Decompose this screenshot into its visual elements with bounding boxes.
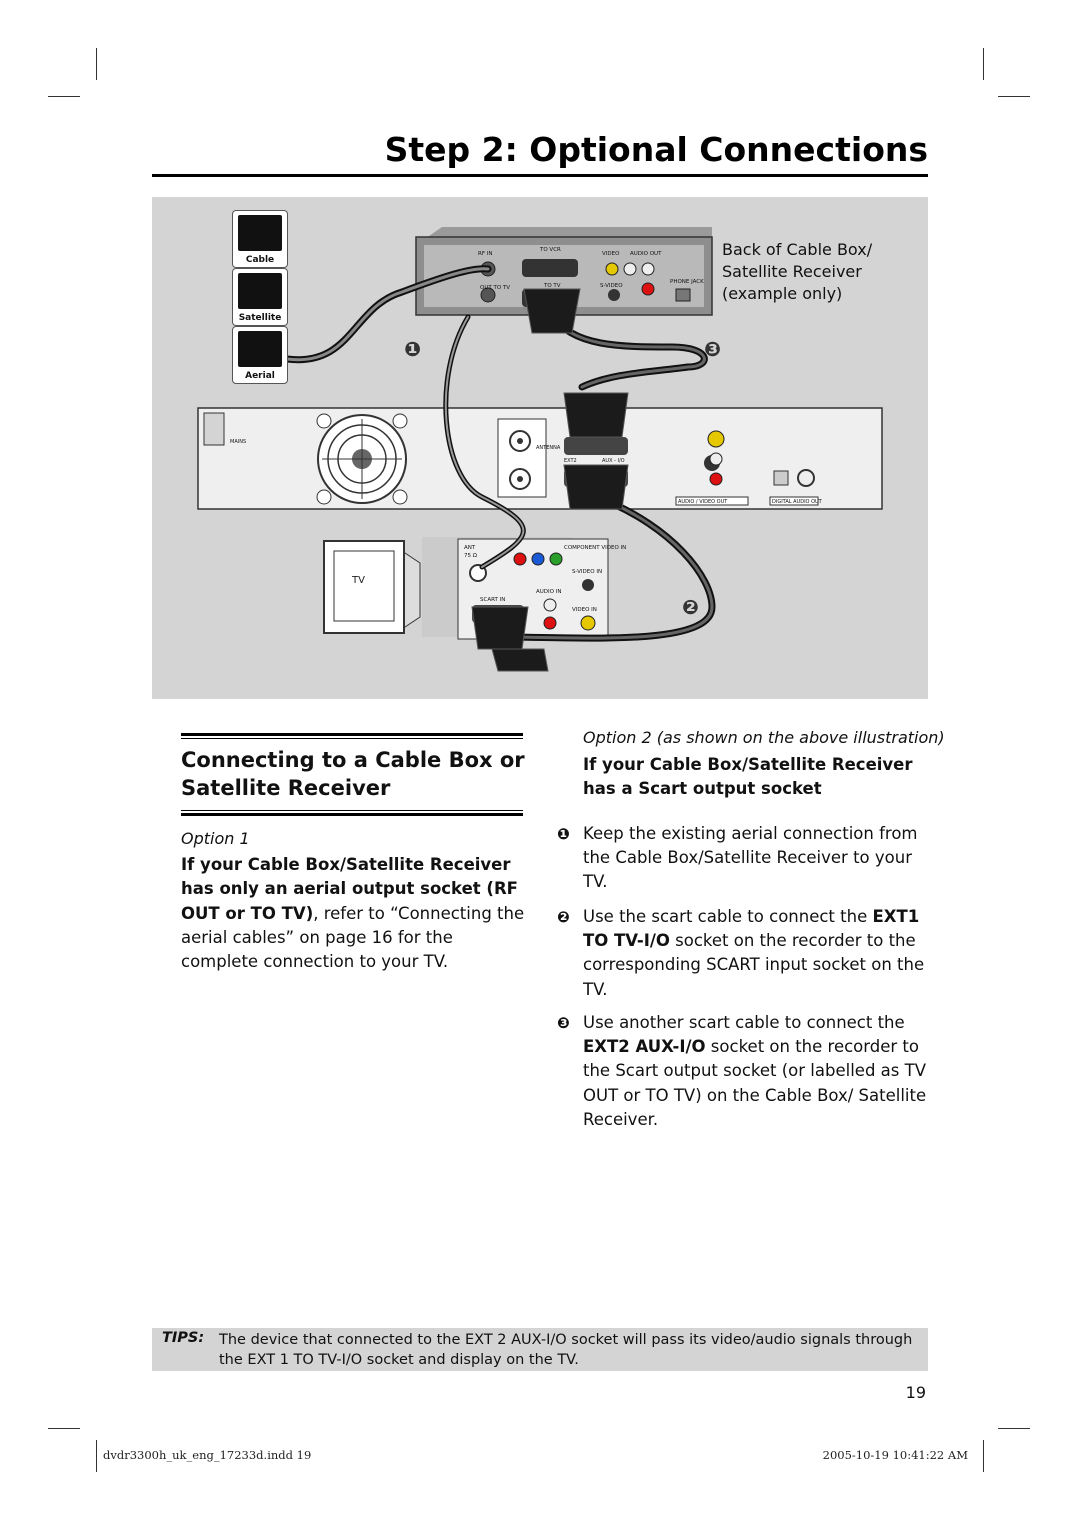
diagram-step-3-marker: ❸ [704,337,721,361]
option-1-bold: If your Cable Box/Satellite Receiver has… [181,855,518,923]
step-3: ❸ Use another scart cable to connect the… [557,1011,933,1132]
crop-mark [48,96,80,97]
crop-mark [983,48,984,80]
option-1-text: If your Cable Box/Satellite Receiver has… [181,853,526,974]
ohm-label: 75 Ω [464,553,477,559]
step-3-text-cont: socket on the recorder to the Scart outp… [583,1037,927,1129]
video-in-label: VIDEO IN [572,607,597,613]
rf-in-label: RF IN [478,251,492,257]
crop-mark [96,48,97,80]
caption-line: Back of Cable Box/ [722,240,873,259]
step-2-number: ❷ [557,908,570,926]
antenna-label: ANTENNA [536,445,561,451]
crop-mark [983,1440,984,1472]
ant-label: ANT [464,545,476,551]
section-rule [181,733,523,739]
s-video-in-label: S-VIDEO IN [572,569,602,575]
tips-label: TIPS: [162,1330,205,1346]
aerial-icon-label: Aerial [245,371,275,381]
step-2-socket: EXT1 TO TV-I/O [583,907,920,951]
digital-audio-out-label: DIGITAL AUDIO OUT [772,499,823,505]
audio-video-out-label: AUDIO / VIDEO OUT [678,499,728,505]
step-3-number: ❸ [557,1014,570,1032]
cable-source-icon: Cable [232,210,288,268]
cable-box-labels: RF IN TO VCR VIDEO AUDIO OUT OUT TO TV T… [478,247,704,291]
crop-mark [998,1428,1030,1429]
step-2-text: Use the scart cable to connect the [583,907,873,926]
tips-box: TIPS: The device that connected to the E… [152,1328,928,1371]
title-rule [152,174,928,177]
figure-caption: Back of Cable Box/ Satellite Receiver (e… [722,239,872,305]
phone-jack-label: PHONE JACK [670,279,704,285]
cable-icon-label: Cable [245,255,275,265]
to-tv-label: TO TV [543,283,561,289]
crop-mark [96,1440,97,1472]
tv-label: TV [352,575,365,586]
component-video-in-label: COMPONENT VIDEO IN [564,545,626,551]
mains-label: MAINS [230,439,246,445]
step-3-socket: EXT2 AUX-I/O [583,1037,706,1057]
satellite-source-icon: Satellite [232,268,288,326]
out-to-tv-label: OUT TO TV [480,285,510,291]
diagram-step-1-marker: ❶ [404,337,421,361]
s-video-label: S-VIDEO [600,283,623,289]
section-rule [181,810,523,816]
scart-plugs [471,288,629,672]
audio-out-label: AUDIO OUT [630,251,662,257]
recorder-back-panel [197,407,883,510]
scart-in-label: SCART IN [480,597,505,603]
audio-in-label: AUDIO IN [536,589,561,595]
option-2-subheading: If your Cable Box/Satellite Receiver has… [583,755,913,799]
option-1-label: Option 1 [181,829,250,848]
diagram-artwork: RF IN TO VCR VIDEO AUDIO OUT OUT TO TV T… [197,227,883,672]
to-vcr-label: TO VCR [539,247,561,253]
aerial-source-icon: Aerial [232,326,288,384]
video-label: VIDEO [602,251,620,257]
page-title: Step 2: Optional Connections [384,130,928,169]
step-1-number: ❶ [557,825,570,843]
option-2-label: Option 2 (as shown on the above illustra… [583,728,945,747]
footer-timestamp: 2005-10-19 10:41:22 AM [822,1448,968,1462]
connection-diagram: RF IN TO VCR VIDEO AUDIO OUT OUT TO TV T… [152,197,928,699]
step-2-text-cont: socket on the recorder to the correspond… [583,931,925,999]
tv-panel-labels: ANT 75 Ω COMPONENT VIDEO IN S-VIDEO IN A… [464,545,626,613]
crop-mark [48,1428,80,1429]
footer-file: dvdr3300h_uk_eng_17233d.indd 19 [103,1448,312,1462]
option-1-body: , refer to “Connecting the aerial cables… [181,903,525,972]
step-1: ❶ Keep the existing aerial connection fr… [557,822,933,895]
step-1-text: Keep the existing aerial connection from… [583,824,918,892]
diagram-step-2-marker: ❷ [682,595,699,619]
section-heading: Connecting to a Cable Box or Satellite R… [181,748,525,800]
tips-text: The device that connected to the EXT 2 A… [219,1332,913,1368]
recorder-labels: MAINS ANTENNA EXT2 AUX - I/O AUDIO / VID… [230,439,823,505]
caption-line: (example only) [722,284,843,303]
cables [283,265,716,642]
satellite-icon-label: Satellite [238,313,282,323]
caption-line: Satellite Receiver [722,262,862,281]
ext2-label: EXT2 [564,458,577,464]
aux-io-label: AUX - I/O [602,458,625,464]
step-3-text: Use another scart cable to connect the [583,1013,905,1032]
step-2: ❷ Use the scart cable to connect the EXT… [557,905,933,1002]
page-number: 19 [905,1383,926,1402]
crop-mark [998,96,1030,97]
